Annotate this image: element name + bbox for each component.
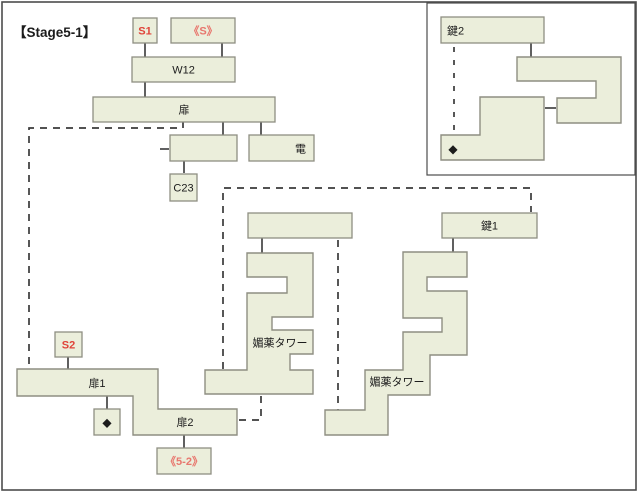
node-key1[interactable] bbox=[441, 212, 538, 239]
inset-panel-border bbox=[426, 2, 636, 176]
node-key1-label: 鍵1 bbox=[481, 219, 498, 233]
tower-right-shape[interactable] bbox=[324, 251, 468, 436]
node-w12[interactable] bbox=[131, 56, 236, 83]
dashed-route-left bbox=[28, 121, 184, 369]
node-door-label: 扉 bbox=[179, 104, 190, 117]
node-c23[interactable] bbox=[169, 173, 198, 202]
node-exit-5-2[interactable] bbox=[156, 447, 212, 475]
node-exit-5-2-label: 《5-2》 bbox=[165, 455, 203, 468]
panel-room-lower-shape[interactable] bbox=[440, 96, 545, 161]
tower-mid-label: 媚薬タワー bbox=[253, 336, 308, 350]
page-title: 【Stage5-1】 bbox=[13, 25, 96, 40]
panel-room-upper-shape[interactable] bbox=[516, 56, 622, 124]
node-s1-label: S1 bbox=[138, 26, 151, 38]
dashed-route-center bbox=[222, 187, 532, 369]
panel-diamond-label: ◆ bbox=[448, 142, 458, 156]
node-w12-label: W12 bbox=[172, 65, 195, 77]
panel-node-key2[interactable] bbox=[440, 16, 545, 44]
node-den[interactable] bbox=[248, 134, 315, 162]
dashed-route-door2 bbox=[238, 396, 262, 421]
node-s1[interactable] bbox=[132, 17, 158, 44]
door1-door2-shape[interactable] bbox=[16, 368, 238, 436]
panel-node-key2-label: 鍵2 bbox=[447, 24, 464, 38]
node-s-entry-label: 《S》 bbox=[188, 25, 217, 38]
node-room-b[interactable] bbox=[247, 212, 353, 239]
tower-mid-shape[interactable] bbox=[204, 252, 314, 395]
node-c23-label: C23 bbox=[173, 183, 193, 195]
node-diamond-box[interactable] bbox=[93, 408, 121, 436]
door1-label: 扉1 bbox=[88, 377, 105, 390]
node-s2-label: S2 bbox=[62, 340, 75, 352]
node-door[interactable] bbox=[92, 96, 276, 123]
node-diamond-box-label: ◆ bbox=[102, 416, 112, 430]
door2-label: 扉2 bbox=[176, 416, 193, 429]
node-s2[interactable] bbox=[54, 331, 83, 358]
tower-right-label: 媚薬タワー bbox=[370, 375, 425, 389]
node-den-label: 電 bbox=[295, 143, 306, 156]
node-room-a[interactable] bbox=[169, 134, 238, 162]
node-s-entry[interactable] bbox=[170, 17, 236, 44]
